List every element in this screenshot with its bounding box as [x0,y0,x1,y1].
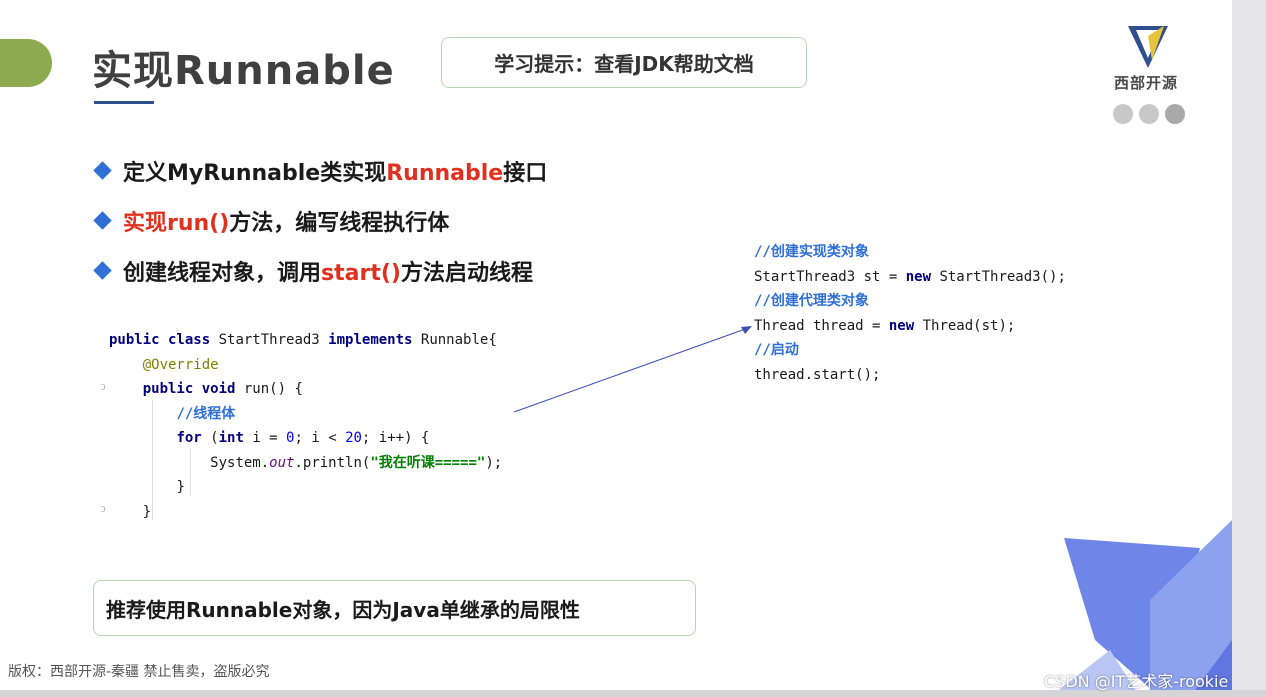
recommendation-box: 推荐使用Runnable对象，因为Java单继承的局限性 [93,580,696,636]
code-token: public void [142,381,236,397]
code-token: Runnable{ [412,332,497,348]
code-block-left: public class StartThread3 implements Run… [109,328,502,524]
code-token: run() { [235,381,303,397]
code-token: implements [328,332,413,348]
code-token: new [905,268,932,285]
code-comment: //创建实现类对象 [754,244,869,260]
corner-decoration [1050,520,1232,697]
pagination-dots [1113,104,1185,124]
code-token: } [142,503,152,520]
code-token: i = [243,430,287,446]
code-comment: //线程体 [176,405,236,422]
code-token: @Override [142,356,219,373]
code-token: System. [210,454,270,471]
bullet-text: 方法，编写线程执行体 [229,211,450,236]
slide-title: 实现Runnable [92,48,395,94]
logo-text: 西部开源 [1114,74,1179,92]
bullet-highlight: Runnable [386,161,504,186]
code-token: ; i++) { [361,430,430,446]
slide: 实现Runnable 学习提示：查看JDK帮助文档 西部开源 定义MyRunna… [0,26,1232,697]
bullet-text: 定义MyRunnable类实现 [123,161,387,186]
code-token: .println( [294,454,371,471]
code-comment: //创建代理类对象 [754,293,869,309]
bullet-highlight: 实现run() [123,211,230,236]
code-token: Thread(st); [914,317,1016,334]
code-token: ( [201,430,219,446]
bullet-text: 创建线程对象，调用 [123,261,322,286]
title-underline [94,101,154,104]
dot [1165,104,1185,124]
code-string: "我在听课=====" [370,454,486,471]
code-token: for [176,430,202,446]
code-token: out [269,454,295,471]
fold-marker-icon: ↄ [100,379,106,394]
code-token: StartThread3(); [931,268,1066,285]
bullet-1: 定义MyRunnable类实现Runnable接口 [93,155,548,187]
csdn-watermark: CSDN @IT艺术家-rookie [1044,672,1229,691]
logo-icon [1128,26,1168,68]
fold-marker-icon: ↄ [100,501,106,516]
dot [1139,104,1159,124]
bottom-bar [0,690,1266,697]
indent-guide [152,400,153,520]
side-gutter [1232,0,1266,697]
code-token: 0 [286,430,295,446]
study-hint-box: 学习提示：查看JDK帮助文档 [441,37,807,88]
code-token: new [888,317,915,334]
bullet-text: 接口 [503,161,548,186]
bullet-3: 创建线程对象，调用start()方法启动线程 [93,255,533,287]
dot [1113,104,1133,124]
title-tab-decoration [0,39,52,87]
bullet-highlight: start() [321,261,401,286]
code-block-right: //创建实现类对象 StartThread3 st = new StartThr… [754,240,1066,387]
code-token: ; i < [294,430,346,446]
bullet-2: 实现run()方法，编写线程执行体 [93,205,450,237]
code-token: ); [485,454,503,471]
code-token: int [218,430,244,446]
code-token: StartThread3 st = [754,268,906,285]
code-comment: //启动 [754,342,799,358]
bullet-text: 方法启动线程 [400,261,533,286]
code-token: thread.start(); [754,366,881,383]
code-token: StartThread3 [210,332,329,348]
code-token: 20 [345,430,362,446]
code-token: Thread thread = [754,317,889,334]
code-token: } [176,479,185,495]
indent-guide [190,448,191,496]
pointer-arrow [513,326,752,413]
code-token: public class [109,332,211,348]
copyright-text: 版权：西部开源-秦疆 禁止售卖，盗版必究 [8,664,270,680]
